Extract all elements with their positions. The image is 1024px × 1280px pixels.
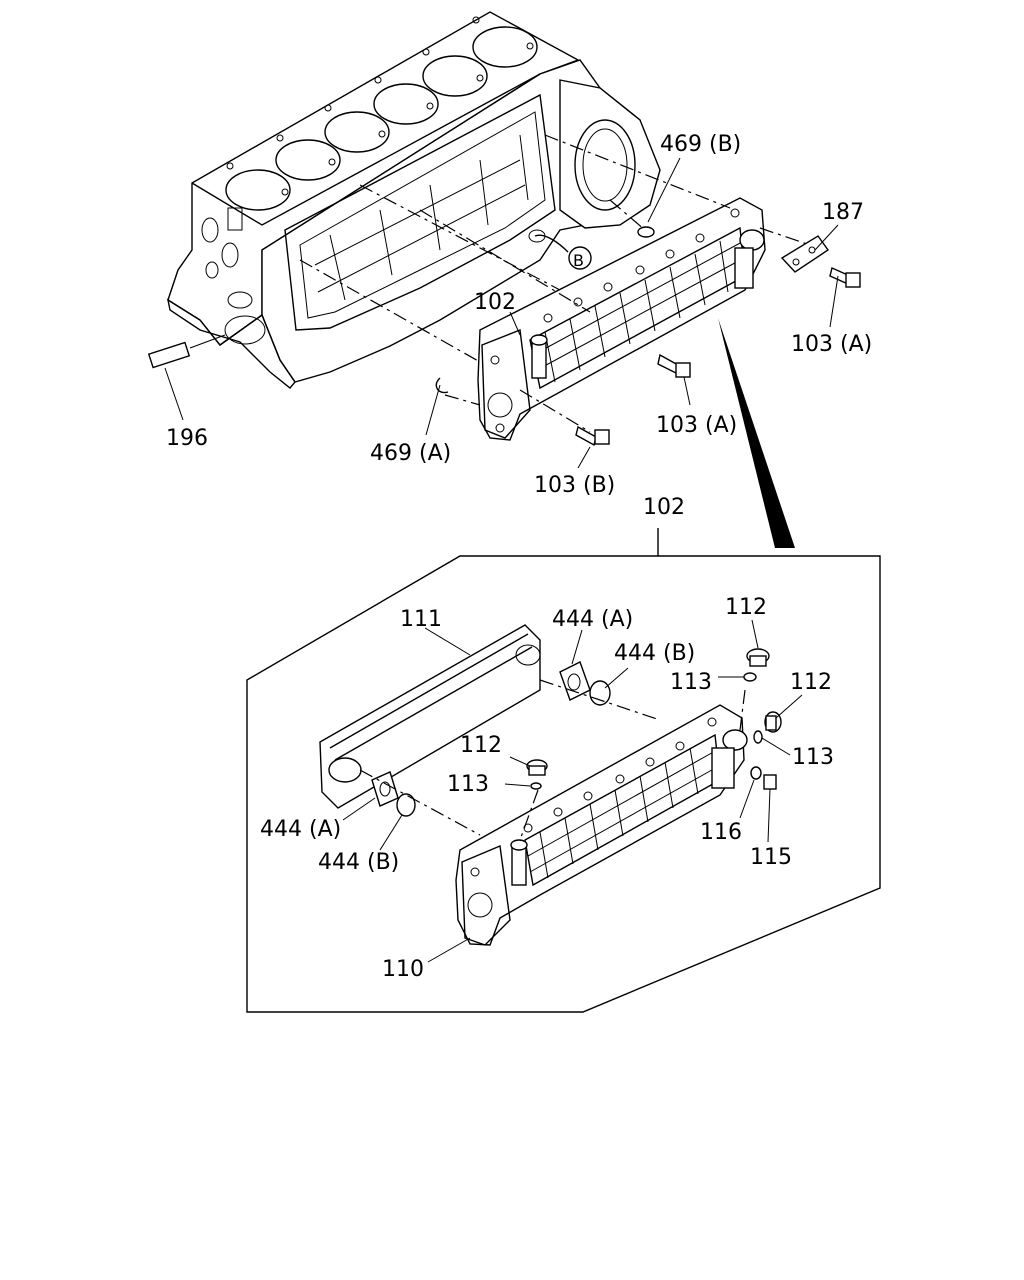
oil-cooler-assembly-upper: [477, 197, 766, 441]
label-196: 196: [166, 426, 208, 451]
label-113-right: 113: [792, 745, 834, 770]
label-444a-top: 444 (A): [552, 607, 633, 632]
part-103b-bolt: [575, 425, 610, 447]
label-115: 115: [750, 845, 792, 870]
label-110: 110: [382, 957, 424, 982]
part-444b-oring-top: [589, 680, 611, 706]
part-469a-gasket: [435, 377, 449, 394]
label-116: 116: [700, 820, 742, 845]
part-112-plug-top: [746, 648, 770, 667]
part-113-oring-mid: [530, 782, 542, 790]
label-113-mid: 113: [447, 772, 489, 797]
callout-b: B: [528, 229, 592, 270]
part-187-bracket: [780, 235, 829, 273]
part-113-oring-top: [743, 672, 757, 682]
part-116-washer: [750, 766, 762, 780]
part-labels: 469 (B) 187 102 103 (A) 103 (A) 196 469 …: [166, 132, 872, 982]
label-469b: 469 (B): [660, 132, 741, 157]
label-444b-left: 444 (B): [318, 850, 399, 875]
label-112-right: 112: [790, 670, 832, 695]
label-112-mid: 112: [460, 733, 502, 758]
label-113-top: 113: [670, 670, 712, 695]
detail-box: [246, 528, 881, 1013]
part-103a-bolt-right: [829, 267, 861, 288]
assembly-lines-detail: [359, 679, 746, 841]
label-111: 111: [400, 607, 442, 632]
part-112-plug-right: [764, 711, 782, 733]
label-444b-top: 444 (B): [614, 641, 695, 666]
label-103a-right: 103 (A): [791, 332, 872, 357]
label-444a-left: 444 (A): [260, 817, 341, 842]
part-444b-oring-left: [396, 793, 416, 817]
label-187: 187: [822, 200, 864, 225]
label-102-detail: 102: [643, 495, 685, 520]
detail-arrow: [718, 318, 795, 548]
part-115-plug: [763, 774, 777, 790]
label-103b: 103 (B): [534, 473, 615, 498]
part-112-plug-mid: [526, 759, 548, 776]
label-469a: 469 (A): [370, 441, 451, 466]
part-110-cooler-body: [455, 704, 748, 946]
label-102-upper: 102: [474, 290, 516, 315]
part-103a-bolt-mid: [657, 353, 691, 378]
leader-lines: [164, 157, 839, 963]
part-469b-oring: [637, 226, 655, 238]
callout-b-text: B: [573, 251, 584, 270]
part-111-cooler-element: [319, 624, 541, 809]
label-112-top: 112: [725, 595, 767, 620]
part-113-oring-right: [753, 730, 763, 744]
label-103a-mid: 103 (A): [656, 413, 737, 438]
assembly-lines-upper: [299, 134, 811, 433]
part-196-plug: [147, 334, 226, 369]
cylinder-block: [166, 11, 661, 389]
part-444a-gasket-top: [559, 661, 591, 701]
